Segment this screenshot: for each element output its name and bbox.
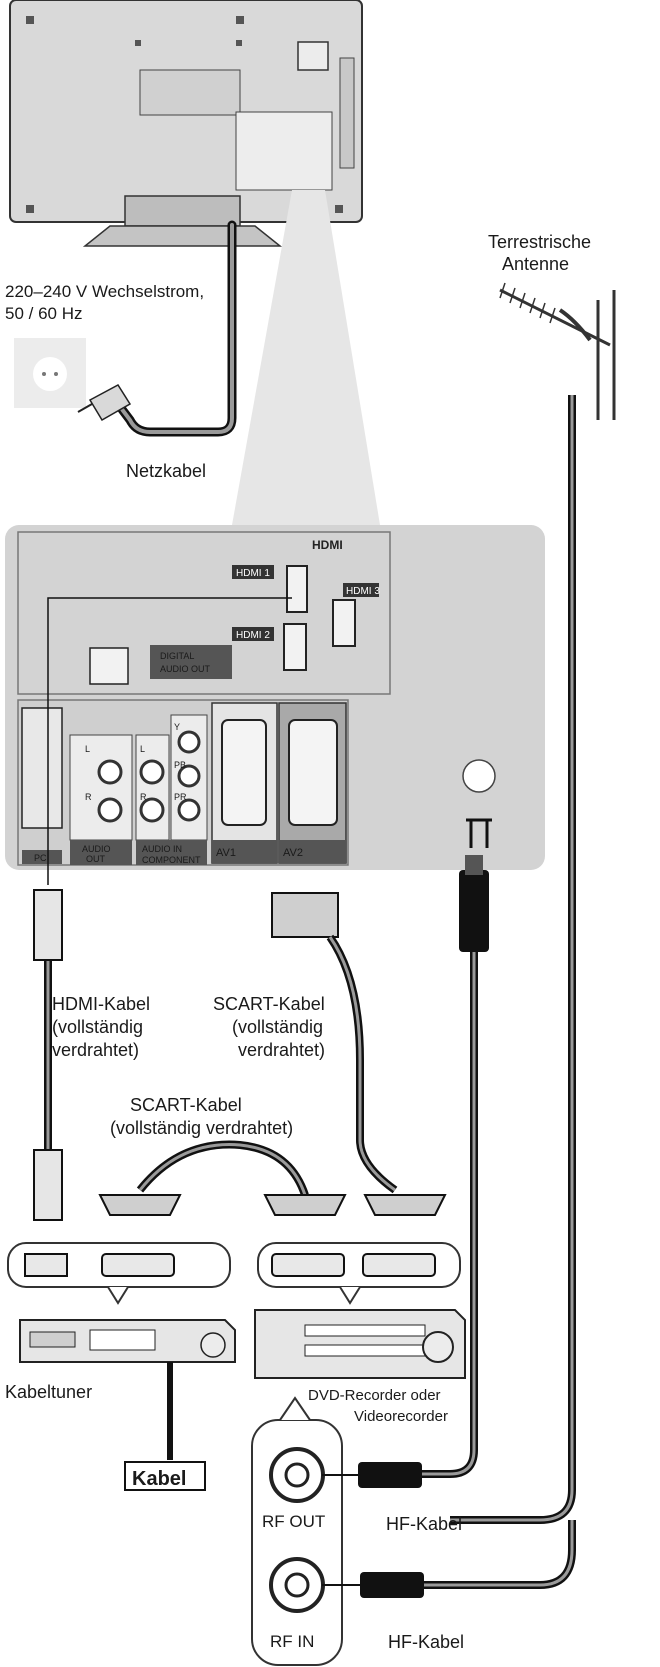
audio-out-tag-line1: AUDIO [82, 844, 111, 854]
component-tag: COMPONENT [142, 855, 201, 865]
power-spec-frequency: 50 / 60 Hz [5, 304, 83, 323]
pc-tag: PC [34, 853, 47, 863]
antenna-socket [462, 759, 496, 793]
hdmi-route-line [47, 597, 292, 885]
hf-plug-tv [459, 870, 489, 952]
antenna-label-line1: Terrestrische [488, 232, 591, 252]
power-cable [113, 220, 237, 437]
scart-plug-recorder-right [363, 1194, 447, 1216]
av1-tag: AV1 [216, 847, 236, 859]
cable-tuner-device [19, 1319, 236, 1363]
audio-in-tag: AUDIO IN [142, 844, 182, 854]
hdmi-cable-label-line2: (vollständig [52, 1017, 143, 1037]
kabel-label: Kabel [132, 1468, 186, 1490]
recorder-label-line1: DVD-Recorder oder [308, 1387, 441, 1404]
hdmi2-tag: HDMI 2 [236, 630, 270, 641]
scart-plug-recorder-left [263, 1194, 347, 1216]
component-pb: PB [174, 760, 186, 770]
hf-cable-label-lower: HF-Kabel [388, 1632, 464, 1652]
digital-audio-tag-line1: DIGITAL [160, 651, 194, 661]
rf-in-label: RF IN [270, 1632, 314, 1651]
zoom-beam [232, 190, 380, 525]
antenna-symbol-icon [466, 818, 492, 848]
scart-right-label-line2: (vollständig [232, 1017, 323, 1037]
hdmi1-tag: HDMI 1 [236, 568, 270, 579]
audio-in-r: R [140, 792, 147, 802]
hdmi-cable-label-line1: HDMI-Kabel [52, 994, 150, 1014]
recorder-label-line2: Videorecorder [354, 1408, 448, 1425]
audio-out-r: R [85, 792, 92, 802]
component-y: Y [174, 722, 180, 732]
hf-cable-label-upper: HF-Kabel [386, 1514, 462, 1534]
hdmi-plug-bottom [33, 1149, 63, 1221]
scart-cable-middle [136, 1140, 309, 1197]
audio-out-tag-line2: OUT [86, 854, 106, 864]
hdmi-plug-top [33, 889, 63, 961]
hdmi3-tag: HDMI 3 [346, 586, 380, 597]
hf-plug-rf-in [360, 1572, 424, 1598]
dvd-recorder-device [254, 1309, 466, 1379]
terminal-panel: HDMI HDMI 1 HDMI 3 HDMI 2 DIGITAL AUDIO … [5, 525, 545, 870]
wall-socket [14, 338, 86, 408]
rf-connector-panel [251, 1396, 343, 1666]
power-spec-voltage: 220–240 V Wechselstrom, [5, 282, 204, 301]
hf-plug-rf-out [358, 1462, 422, 1488]
antenna-label-line2: Antenne [502, 254, 569, 274]
power-plug [77, 384, 132, 422]
component-pr: PR [174, 792, 187, 802]
scart-right-label-line3: verdrahtet) [238, 1040, 325, 1060]
hdmi-logo: HDMI [312, 538, 343, 552]
rf-out-label: RF OUT [262, 1512, 325, 1531]
av2-tag: AV2 [283, 847, 303, 859]
scart-plug-top [271, 892, 339, 938]
digital-audio-tag-line2: AUDIO OUT [160, 664, 211, 674]
audio-in-l: L [140, 744, 145, 754]
tuner-label: Kabeltuner [5, 1382, 92, 1402]
kabel-box [124, 1461, 206, 1491]
scart-mid-label-line1: SCART-Kabel [130, 1095, 242, 1115]
audio-out-l: L [85, 744, 90, 754]
antenna-icon [499, 282, 616, 420]
hdmi-cable-label-line3: verdrahtet) [52, 1040, 139, 1060]
scart-right-label-line1: SCART-Kabel [213, 994, 325, 1014]
power-cable-label: Netzkabel [126, 461, 206, 481]
scart-mid-label-line2: (vollständig verdrahtet) [110, 1118, 293, 1138]
scart-plug-tuner [98, 1194, 182, 1216]
